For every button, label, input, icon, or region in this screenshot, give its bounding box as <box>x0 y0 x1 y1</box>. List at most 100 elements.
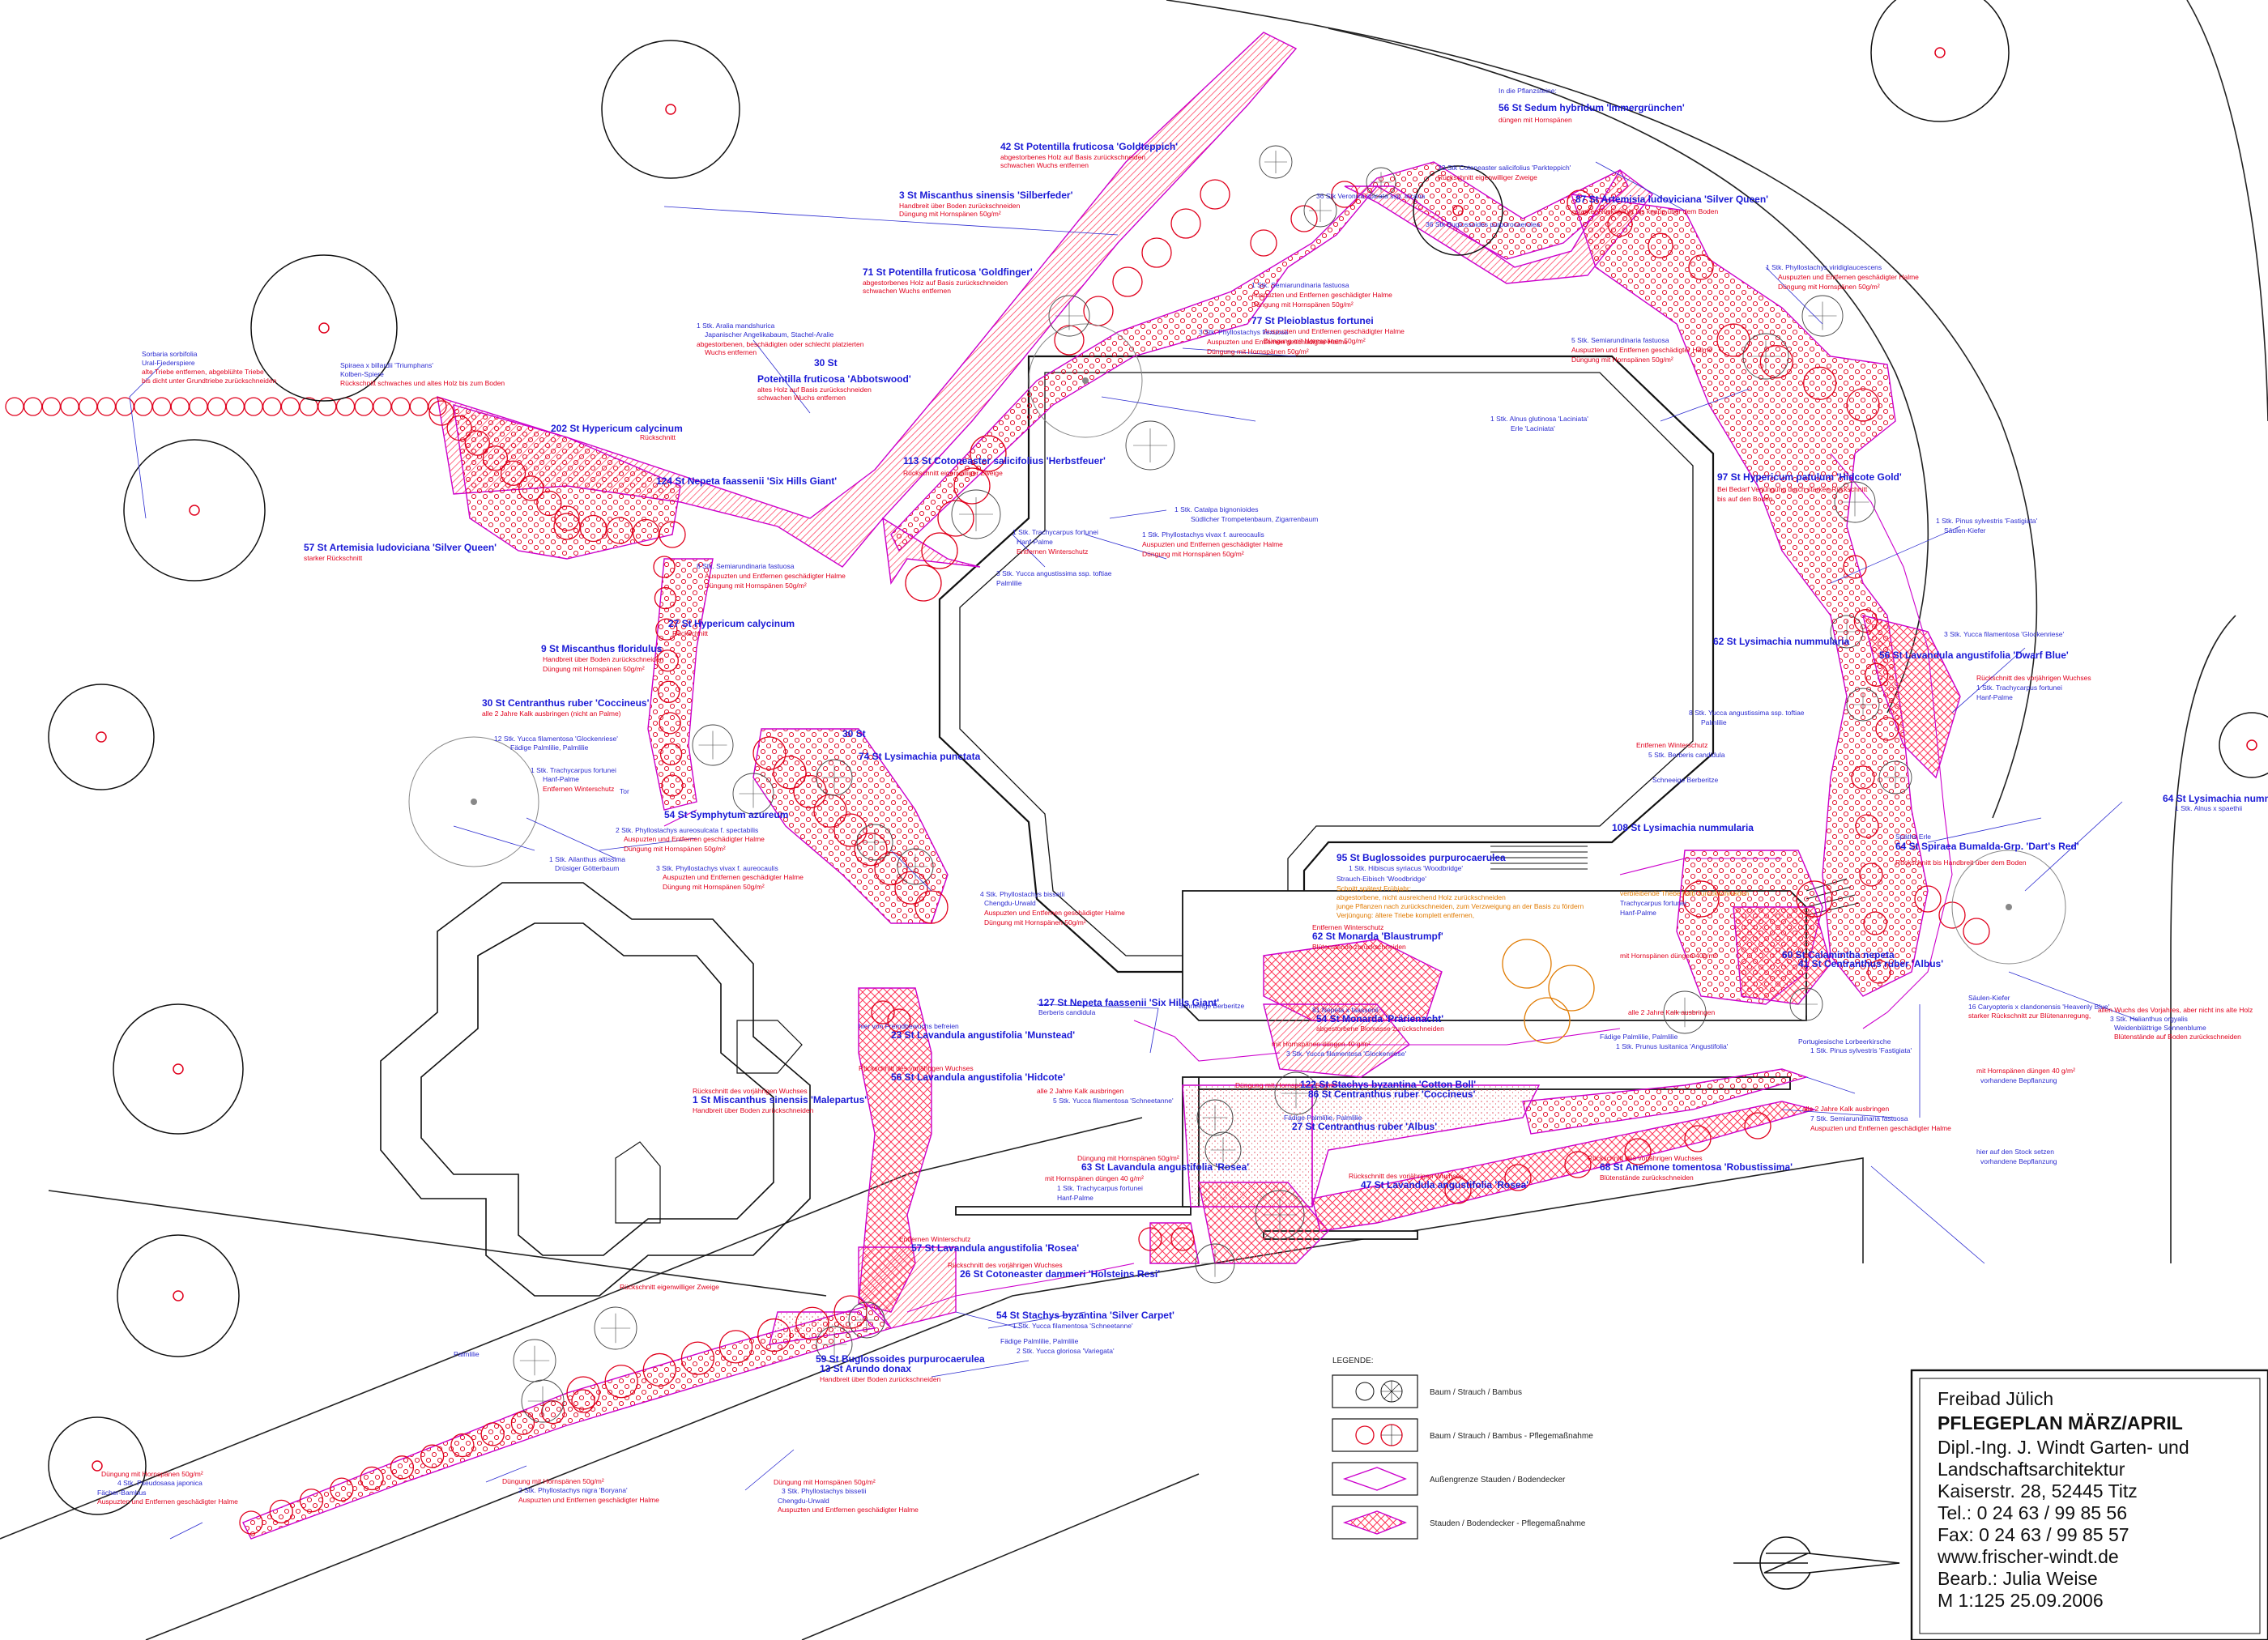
care-note-label: alle 2 Jahre Kalk ausbringen <box>1037 1087 1124 1095</box>
care-circle <box>1250 229 1277 257</box>
shrub-cross <box>1808 301 1837 330</box>
care-note-label: Düngung mit Hornspänen 50g/m² <box>899 210 1001 218</box>
care-circle <box>1846 388 1880 422</box>
care-circle <box>1331 181 1358 208</box>
care-circle <box>553 513 581 540</box>
care-circle <box>244 397 263 416</box>
tree-canopy <box>601 40 740 179</box>
care-note-label: abgestorbenen, beschädigten oder schlech… <box>697 340 864 348</box>
plant-name-label: 202 St Hypericum calycinum <box>551 423 683 434</box>
care-circle <box>1914 885 1942 913</box>
plant-name-label: 9 St Miscanthus floridulus <box>541 643 663 654</box>
care-note-label: 1 Stk. Catalpa bignonioides <box>1174 505 1259 513</box>
care-circle <box>1567 190 1592 215</box>
care-note-label: Auspuzten und Entfernen geschädigter Hal… <box>1264 327 1405 335</box>
shrub-symbol <box>1204 1131 1242 1169</box>
care-note-label: 33 Stk Cotoneaster salicifolius 'Parktep… <box>1438 164 1571 172</box>
care-circle <box>239 1510 263 1535</box>
care-note-label: bis auf den Boden <box>1717 495 1773 503</box>
care-circle <box>953 467 991 505</box>
shrub-symbol <box>1303 194 1337 228</box>
care-note-label: Düngung mit Hornspänen 50g/m² <box>1235 1081 1337 1089</box>
plant-name-label: 54 St Monarda 'Prärienacht' <box>1316 1013 1443 1024</box>
care-note-label: Auspuzten und Entfernen geschädigter Hal… <box>1251 291 1392 299</box>
care-note-label: Fädige Palmlilie, Palmlilie <box>1284 1114 1362 1122</box>
care-note-label: Rückschnitt bis Handbreit über dem Boden <box>1895 858 2027 867</box>
care-circle <box>299 1489 324 1513</box>
legend-item-bed-care: Stauden / Bodendecker - Pflegemaßnahme <box>1430 1519 1586 1528</box>
plant-name-label: 74 St Lysimachia punctata <box>859 751 981 762</box>
care-circle <box>680 1341 715 1375</box>
care-note-label: altes Holz auf Basis zurückschneiden <box>757 386 872 394</box>
shrub-cross <box>862 829 888 855</box>
tree-trunk <box>96 731 107 743</box>
plant-name-label: 54 St Stachys byzantina 'Silver Carpet' <box>996 1310 1174 1321</box>
care-note-label: Bei Bedarf Verjüngung durch starken Rück… <box>1717 485 1868 493</box>
care-note-label: starker Rückschnitt <box>304 554 363 562</box>
care-note-label: Düngung mit Hornspänen 50g/m² <box>663 883 765 891</box>
shrub-cross <box>1264 151 1287 173</box>
care-note-label: 5 Stk. Semiarundinaria fastuosa <box>1571 336 1669 344</box>
care-note-label: Wuchs entfernen <box>705 348 757 356</box>
title-line-3: Dipl.-Ing. J. Windt Garten- und <box>1938 1437 2189 1458</box>
title-block: Freibad Jülich PFLEGEPLAN MÄRZ/APRIL Dip… <box>1910 1369 2268 1640</box>
north-arrow-icon <box>1733 1536 1900 1590</box>
care-circle <box>409 397 428 416</box>
care-circle <box>1855 814 1879 838</box>
care-note-label: abgestorbene, nicht ausreichend Holz zur… <box>1336 893 1506 901</box>
care-circle <box>1607 211 1633 237</box>
tree-trunk <box>665 104 676 115</box>
care-note-label: mit Hornspänen düngen 40g/m² <box>1620 952 1717 960</box>
care-note-label: Düngung mit Hornspänen 50g/m² <box>1207 347 1309 356</box>
care-circle <box>318 397 337 416</box>
care-note-label: Entfernen Winterschutz <box>899 1235 970 1243</box>
plant-name-label: 60 St Calamintha nepeta <box>1782 949 1895 961</box>
care-note-label: 1 Stk. Trachycarpus fortunei <box>531 766 616 774</box>
care-circle <box>420 1444 445 1468</box>
care-circle <box>1867 960 1891 984</box>
care-note-label: Hanf-Palme <box>1976 693 2013 701</box>
care-circle <box>96 397 117 416</box>
shrub-cross <box>1840 488 1869 517</box>
tree-trunk <box>1082 377 1089 384</box>
shrub-cross <box>1884 766 1907 789</box>
care-circle <box>659 712 681 735</box>
care-note-label: Auspuzten und Entfernen geschädigter Hal… <box>1778 273 1919 281</box>
care-circle <box>632 518 660 547</box>
tree-trunk <box>189 505 200 516</box>
care-note-label: Drüsiger Götterbaum <box>555 864 619 872</box>
care-circle <box>1796 880 1833 918</box>
plant-name-label: 86 St Centranthus ruber 'Coccineus' <box>1308 1088 1476 1100</box>
plant-name-label: 122 St Stachys byzantina 'Cotton Boll' <box>1300 1079 1476 1090</box>
care-circle <box>654 586 677 610</box>
care-note-label: Düngung mit Hornspänen 50g/m² <box>774 1478 876 1486</box>
care-circle <box>921 532 958 569</box>
care-note-label: Fädige Palmlilie, Palmlilie <box>1000 1337 1079 1345</box>
shrub-symbol <box>951 489 1001 539</box>
care-circle <box>1290 205 1318 232</box>
care-circle <box>874 851 908 886</box>
plant-name-label: 108 St Lysimachia nummularia <box>1612 822 1754 833</box>
care-note-label: Handbreit über Boden zurückschneiden <box>693 1106 814 1114</box>
plant-name-label: 113 St Cotoneaster salicifolius 'Herbstf… <box>903 455 1106 466</box>
plant-name-label: 62 St Monarda 'Blaustrumpf' <box>1312 931 1443 942</box>
care-circle <box>335 397 356 416</box>
care-note-label: 1 Stk. Prunus lusitanica 'Angustifolia' <box>1616 1042 1729 1050</box>
shrub-symbol <box>1048 295 1090 337</box>
plant-name-label: 3 St Miscanthus sinensis 'Silberfeder' <box>899 190 1073 201</box>
shrub-symbol <box>1801 295 1844 337</box>
shrub-symbol <box>1789 987 1823 1021</box>
care-note-label: Düngung mit Hornspänen 50g/m² <box>1571 356 1673 364</box>
tree-canopy <box>113 1003 244 1135</box>
pool-large <box>938 355 1715 973</box>
shrub-symbol <box>594 1306 637 1350</box>
care-circle <box>390 1455 415 1480</box>
plant-name-label: 56 St Sedum hybridum 'Immergrünchen' <box>1498 102 1685 113</box>
plant-name-label: 30 St <box>814 357 838 368</box>
shrub-symbol <box>1255 1190 1305 1240</box>
shrub-symbol <box>1846 688 1880 722</box>
care-circle <box>752 736 787 770</box>
care-note-label: Hanf-Palme <box>543 775 579 783</box>
plant-name-label: 42 St Potentilla fruticosa 'Goldteppich' <box>1000 141 1178 152</box>
